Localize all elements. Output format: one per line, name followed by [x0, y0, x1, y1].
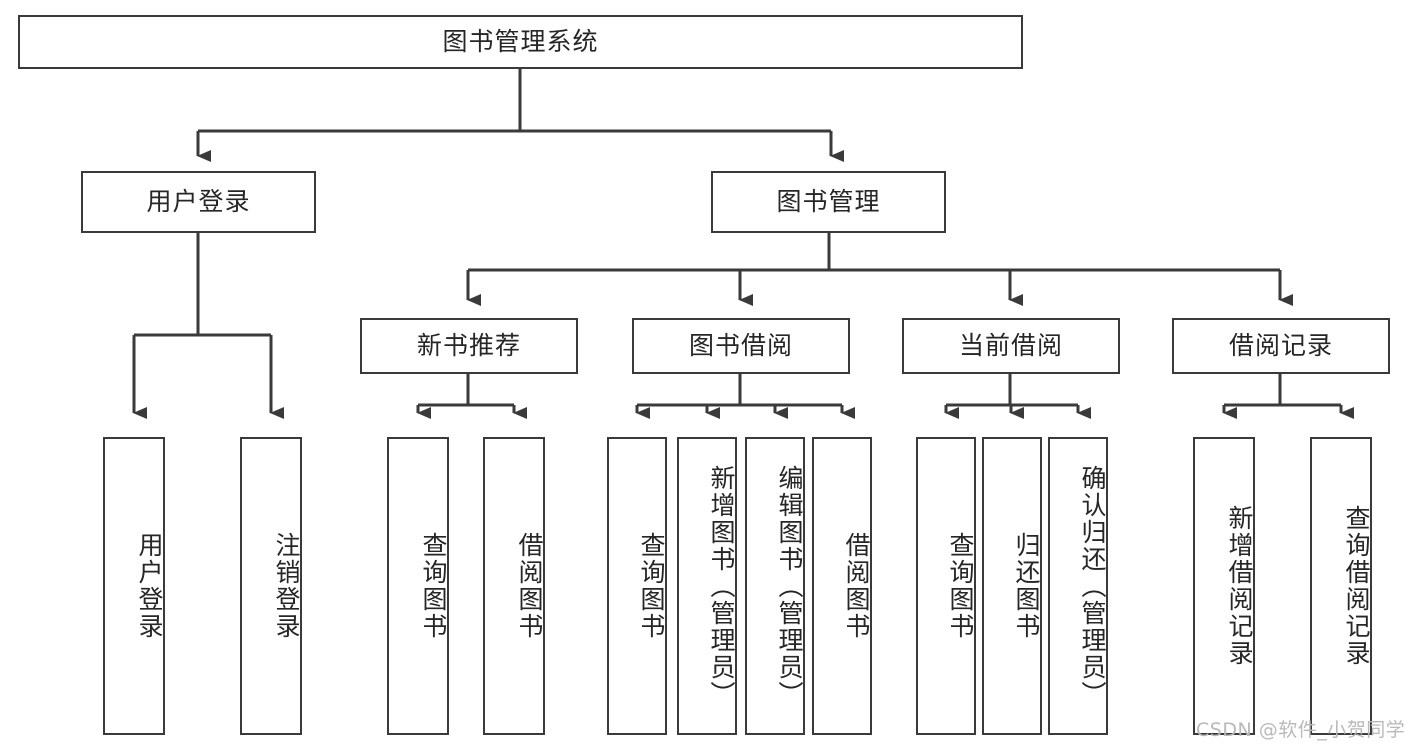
leaf-borrow-query-book[interactable]: 查询图书: [607, 437, 667, 735]
node-label: 图书借阅: [688, 331, 793, 361]
node-label: 查询图书: [946, 532, 975, 640]
leaf-user-login-login[interactable]: 用户登录: [103, 437, 165, 735]
leaf-current-query-book[interactable]: 查询图书: [916, 437, 976, 735]
node-label: 用户登录: [146, 187, 251, 217]
leaf-borrow-borrow-book[interactable]: 借阅图书: [812, 437, 872, 735]
leaf-borrow-add-book-admin[interactable]: 新增图书（管理员）: [677, 437, 737, 735]
leaf-user-login-logout[interactable]: 注销登录: [240, 437, 302, 735]
node-new-book-recommend[interactable]: 新书推荐: [360, 318, 578, 374]
leaf-current-confirm-return-admin[interactable]: 确认归还（管理员）: [1048, 437, 1108, 735]
node-label: 新增借阅记录: [1225, 505, 1254, 667]
csdn-watermark: CSDN @软件_小贺同学: [1196, 719, 1405, 741]
node-book-borrow[interactable]: 图书借阅: [632, 318, 850, 374]
node-book-management[interactable]: 图书管理: [711, 171, 946, 233]
node-label: 归还图书: [1012, 532, 1041, 640]
leaf-current-return-book[interactable]: 归还图书: [982, 437, 1042, 735]
node-label: 新增图书（管理员）: [707, 464, 736, 708]
node-label: 当前借阅: [958, 331, 1063, 361]
node-label: 查询图书: [637, 532, 666, 640]
node-current-borrow[interactable]: 当前借阅: [902, 318, 1120, 374]
node-label: 借阅图书: [842, 532, 871, 640]
node-label: 借阅记录: [1228, 331, 1333, 361]
leaf-record-add-record[interactable]: 新增借阅记录: [1193, 437, 1255, 735]
node-label: 借阅图书: [515, 532, 544, 640]
node-user-login[interactable]: 用户登录: [81, 171, 316, 233]
node-label: 确认归还（管理员）: [1078, 464, 1107, 708]
node-label: 查询图书: [419, 532, 448, 640]
node-label: 查询借阅记录: [1342, 505, 1371, 667]
leaf-borrow-edit-book-admin[interactable]: 编辑图书（管理员）: [745, 437, 805, 735]
node-label: 编辑图书（管理员）: [775, 464, 804, 708]
leaf-record-query-record[interactable]: 查询借阅记录: [1310, 437, 1372, 735]
node-label: 图书管理系统: [442, 27, 599, 57]
leaf-recommend-query-book[interactable]: 查询图书: [387, 437, 449, 735]
node-label: 用户登录: [135, 532, 164, 640]
node-label: 注销登录: [272, 532, 301, 640]
node-label: 图书管理: [776, 187, 881, 217]
node-borrow-record[interactable]: 借阅记录: [1172, 318, 1390, 374]
node-root-system[interactable]: 图书管理系统: [18, 15, 1023, 69]
leaf-recommend-borrow-book[interactable]: 借阅图书: [483, 437, 545, 735]
node-label: 新书推荐: [416, 331, 521, 361]
